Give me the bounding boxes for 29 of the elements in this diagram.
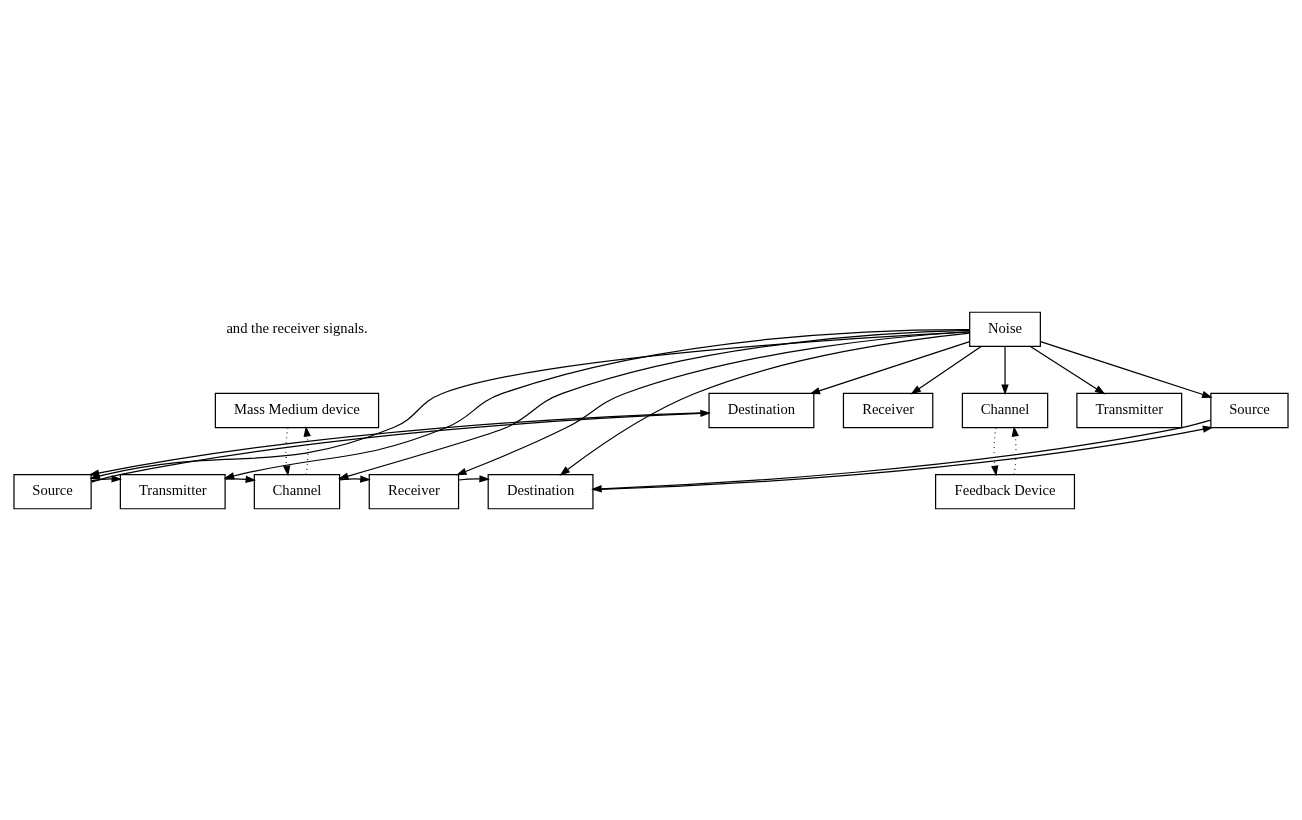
arrow (337, 329, 971, 480)
node-box: Transmitter (119, 473, 226, 509)
node-box: Source (13, 473, 92, 509)
node-box: Destination (487, 473, 594, 509)
label: and the receiver signals. (226, 319, 368, 336)
arrow (283, 426, 291, 476)
arrow (1039, 340, 1213, 398)
node-box: Mass Medium device (214, 392, 380, 428)
node-box: Feedback Device (935, 473, 1076, 509)
arrow (991, 426, 999, 476)
arrow (910, 345, 982, 394)
node-box: Destination (708, 392, 815, 428)
node-box: Channel (253, 473, 341, 509)
node-box: Receiver (368, 473, 460, 509)
node-box: Transmitter (1076, 392, 1183, 428)
arrow (224, 475, 257, 483)
node-box: Channel (961, 392, 1049, 428)
arrow (1001, 345, 1009, 395)
arrow (455, 330, 971, 475)
node-box: Receiver (842, 392, 934, 428)
node-box: Source (1210, 392, 1289, 428)
node-box: Noise (969, 311, 1041, 347)
arrow (1029, 345, 1106, 394)
arrow (559, 332, 971, 476)
arrow (339, 474, 371, 483)
arrow (90, 474, 123, 483)
arrow (809, 340, 971, 394)
arrow (223, 328, 971, 480)
arrow (458, 474, 490, 483)
